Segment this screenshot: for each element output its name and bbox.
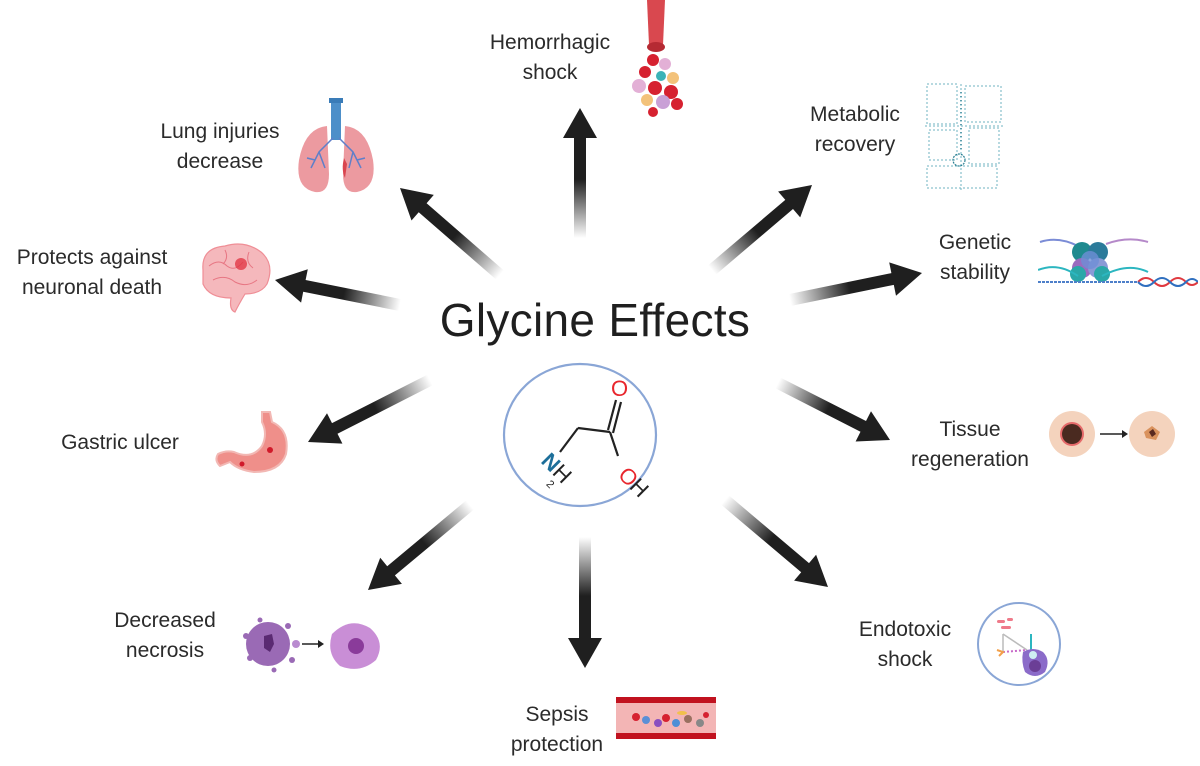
effect-label-gastric-ulcer: Gastric ulcer — [61, 431, 179, 454]
arrow-to-genetic-stability — [788, 262, 922, 306]
lungs-icon — [298, 98, 374, 193]
arrow-to-tissue-regeneration — [775, 377, 890, 442]
brain-icon — [202, 243, 271, 313]
arrow-to-metabolic-recovery — [708, 185, 812, 275]
wound-healing-icon — [1049, 411, 1175, 457]
arrow-to-neuronal-death — [275, 269, 402, 311]
arrow-to-gastric-ulcer — [308, 374, 433, 444]
svg-text:2: 2 — [544, 478, 557, 491]
macrophage-lps-icon — [977, 602, 1061, 686]
arrow-to-decreased-necrosis — [368, 500, 474, 590]
blood-vessel-cells-icon — [632, 0, 683, 117]
diagram-title: Glycine Effects — [439, 294, 751, 346]
necrotic-cell-icon — [243, 617, 380, 673]
nucleosome-dna-icon — [1038, 238, 1198, 287]
metabolic-map-icon — [925, 83, 1005, 190]
blood-vessel-icon — [616, 697, 716, 739]
arrow-to-endotoxic-shock — [721, 495, 828, 587]
stomach-icon — [215, 411, 288, 474]
glycine-molecule-icon: O O H N H 2 — [502, 362, 658, 508]
arrow-to-lung-injuries — [400, 188, 504, 280]
oxygen-label: O — [611, 376, 628, 401]
arrow-to-sepsis-protection — [568, 537, 602, 668]
arrow-to-hemorrhagic-shock — [563, 108, 597, 238]
